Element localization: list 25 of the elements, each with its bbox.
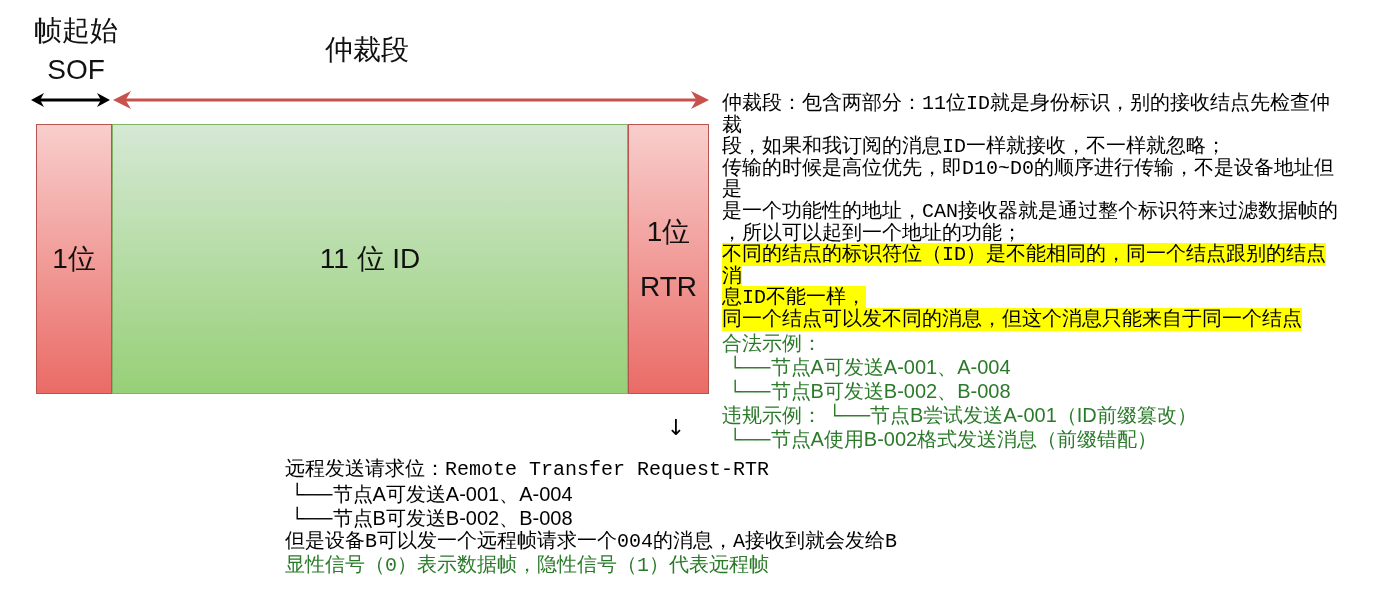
field-label: 1位 <box>646 215 691 248</box>
segment-heading: 帧起始 <box>34 15 118 47</box>
highlighted-note-text: 同一个结点可以发不同的消息，但这个消息只能来自于同一个结点 <box>722 308 1302 331</box>
example-text: └──节点B可发送B-002、B-008 <box>728 378 1011 403</box>
example-text: 违规示例： └──节点B尝试发送A-001（ID前缀篡改） <box>722 402 1197 427</box>
arrow-glyph: ↓ <box>666 416 686 440</box>
note-text: 传输的时候是高位优先，即D10~D0的顺序进行传输，不是设备地址但是 <box>722 157 1334 201</box>
example-text: └──节点A可发送A-001、A-004 <box>290 482 573 506</box>
example-text: └──节点A使用B-002格式发送消息（前缀错配） <box>728 426 1158 451</box>
field-label: 1位 <box>52 243 96 275</box>
field-label: RTR <box>639 270 697 303</box>
example-text: └──节点A可发送A-001、A-004 <box>728 354 1011 379</box>
example-text: └──节点B可发送B-002、B-008 <box>290 506 573 530</box>
note-text: 远程发送请求位：Remote Transfer Request-RTR <box>285 458 770 482</box>
frame-field <box>112 124 628 394</box>
example-heading: 合法示例： <box>722 330 822 355</box>
highlighted-note-text: 息ID不能一样， <box>722 287 866 309</box>
field-label: 11 位 ID <box>319 243 421 275</box>
frame-field <box>628 124 709 394</box>
segment-heading: SOF <box>47 54 105 86</box>
note-text: 段，如果和我订阅的消息ID一样就接收，不一样就忽略； <box>722 136 1226 158</box>
segment-heading: 仲裁段 <box>325 34 409 66</box>
note-text: 但是设备B可以发一个远程帧请求一个004的消息，A接收到就会发给B <box>285 530 897 554</box>
frame-field <box>36 124 112 394</box>
note-text: 显性信号（0）表示数据帧，隐性信号（1）代表远程帧 <box>285 554 769 578</box>
